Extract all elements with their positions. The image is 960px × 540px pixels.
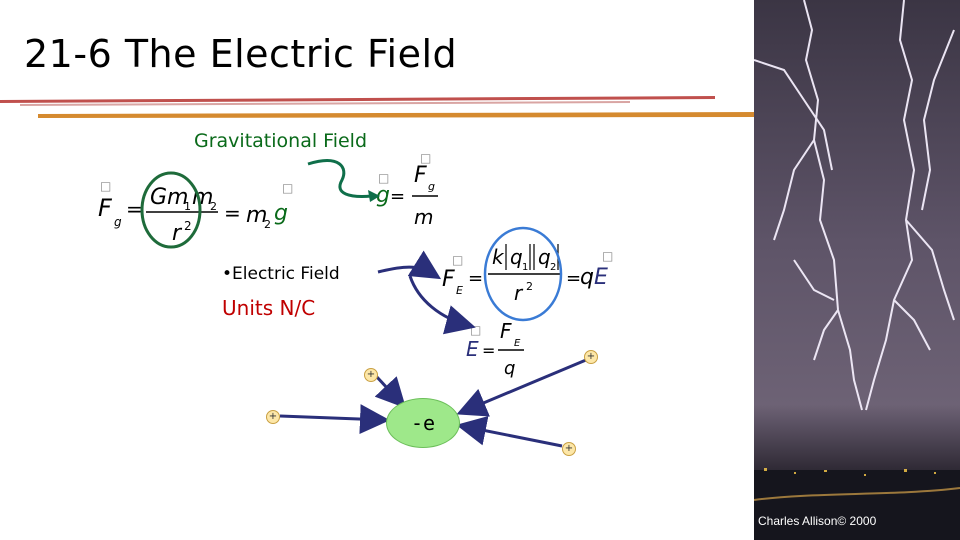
svg-text:r: r [514,281,524,304]
svg-text:=: = [566,268,581,289]
photo-credit: Charles Allison© 2000 [758,514,877,528]
svg-text:Gm: Gm [150,185,188,210]
positive-charge: + [266,410,280,424]
positive-charge: + [364,368,378,382]
svg-text:r: r [172,221,183,246]
positive-charge: + [562,442,576,456]
svg-text:q: q [504,358,515,379]
lightning-photo [754,0,960,540]
svg-text:q: q [580,265,594,290]
svg-text:q: q [510,245,523,269]
electron-charge: -e [386,398,460,448]
svg-text:2: 2 [210,200,217,213]
svg-text:1: 1 [184,200,191,213]
svg-text:g: g [114,215,122,229]
svg-text:E: E [456,284,463,297]
gravity-curved-arrow [307,159,380,202]
svg-text:□: □ [420,152,431,165]
units-label: Units N/C [222,296,316,320]
svg-text:k: k [492,245,505,269]
svg-text:2: 2 [550,262,556,273]
svg-text:=: = [482,341,495,360]
lightning-photo-art [754,0,960,540]
title-underline [0,96,760,118]
positive-charge: + [584,350,598,364]
svg-text:F: F [500,319,512,343]
gravity-highlight-ellipse [140,171,202,249]
gravity-force-math: □ F g = Gm 1 m 2 r 2 = m 2 g □ [98,179,293,246]
svg-text:E: E [514,338,521,349]
svg-text:□: □ [602,249,613,263]
svg-text:2: 2 [184,219,192,233]
slide-title: 21-6 The Electric Field [24,32,458,76]
svg-text:F: F [98,194,113,222]
svg-text:□: □ [100,179,111,193]
svg-text:=: = [468,268,483,289]
svg-text:E: E [466,337,479,361]
svg-text:m: m [246,203,267,228]
svg-text:g: g [274,201,288,226]
svg-text:=: = [390,186,405,207]
svg-text:=: = [126,197,143,221]
svg-text:=: = [224,201,241,225]
gravitational-field-label: Gravitational Field [194,130,368,152]
svg-text:1: 1 [522,262,528,273]
svg-text:□: □ [282,181,293,195]
electric-highlight-ellipse [483,226,563,322]
svg-text:g: g [376,183,390,208]
electron-label: -e [410,411,436,435]
svg-text:F: F [414,163,427,188]
svg-text:□: □ [378,171,389,185]
svg-text:F: F [442,267,455,292]
gravity-force-equation: □ F g = Gm 1 m 2 r 2 = m 2 g □ [96,172,296,250]
svg-text:□: □ [452,253,463,267]
svg-text:2: 2 [264,218,271,231]
svg-text:m: m [414,205,433,229]
svg-text:E: E [594,265,608,290]
electric-field-label: •Electric Field [222,264,340,284]
gravity-field-equation: □ □ F g g = m [376,152,438,229]
svg-text:q: q [538,245,551,269]
svg-text:2: 2 [526,280,533,293]
electric-force-equation: □ F E = k q 1 q 2 r 2 = q E □ [442,244,613,304]
svg-text:g: g [428,180,435,193]
